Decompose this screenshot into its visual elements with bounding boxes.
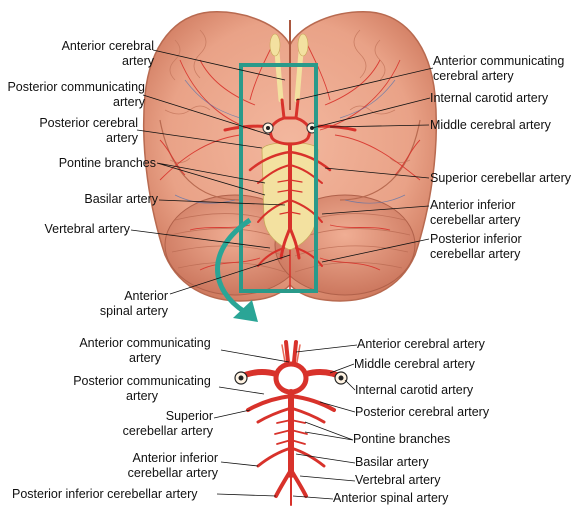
label-basilar-artery: Basilar artery [84,192,158,206]
label-vertebral-artery: Vertebral artery [44,222,130,236]
detail-label-posterior-cerebral-artery: Posterior cerebral artery [355,405,490,419]
leader-lines-top [130,49,434,295]
detail-label-middle-cerebral-artery: Middle cerebral artery [354,357,475,371]
detail-label-internal-carotid-artery: Internal carotid artery [355,383,474,397]
label-middle-cerebral-artery: Middle cerebral artery [430,118,551,132]
leader-lines-bottom [213,344,358,500]
detail-label-anterior-spinal-artery: Anterior spinal artery [333,491,449,505]
detail-label-posterior-inferior-cerebellar-artery: Posterior inferior cerebellar artery [12,487,198,501]
detail-label-basilar-artery: Basilar artery [355,455,429,469]
inset-arrow [215,217,258,322]
carotid-stumps-detail [234,371,348,385]
inset-frame [239,63,318,293]
brain-inferior-view [142,11,438,302]
label-superior-cerebellar-artery: Superior cerebellar artery [430,171,572,185]
label-pontine-branches: Pontine branches [58,156,156,170]
detail-label-pontine-branches: Pontine branches [353,432,451,446]
detail-label-vertebral-artery: Vertebral artery [355,473,441,487]
circle-of-willis-detail [235,340,347,506]
detail-label-anterior-cerebral-artery: Anterior cerebral artery [357,337,485,351]
label-internal-carotid-artery: Internal carotid artery [430,91,549,105]
